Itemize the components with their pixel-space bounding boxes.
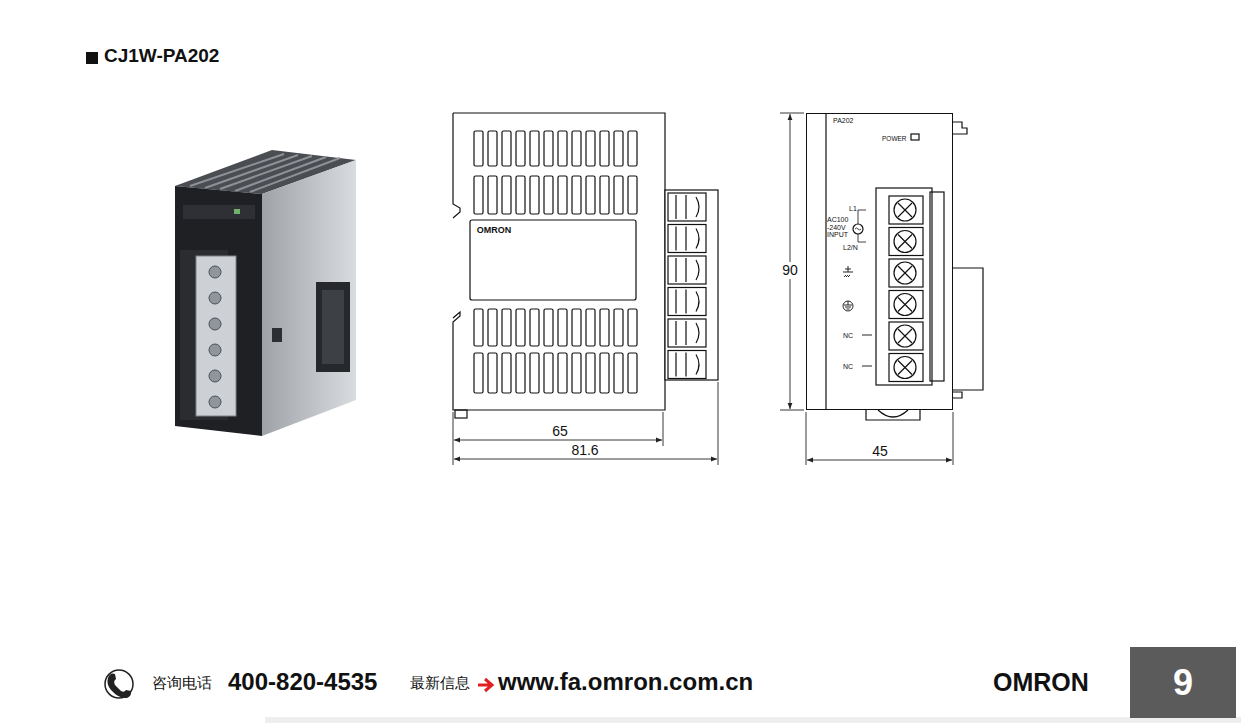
hotline-label: 咨询电话 (152, 675, 212, 692)
node-text: 9 (1173, 663, 1193, 703)
node-text: AC100 -240V INPUT (827, 216, 854, 239)
node-text: NC (843, 363, 853, 371)
node-text: POWER (882, 135, 907, 142)
dimension: 90 (781, 262, 799, 279)
dimension: 81.6 (571, 443, 598, 458)
node-text: PA202 (833, 117, 854, 125)
dimension: 45 (872, 444, 888, 459)
title-bullet (86, 52, 98, 64)
front-view (826, 113, 983, 420)
node-text: L2/N (843, 244, 858, 252)
hotline-number: 400-820-4535 (228, 669, 377, 695)
news-label: 最新信息 (410, 675, 470, 692)
title: CJ1W-PA202 (104, 46, 219, 67)
node-text: L1 (849, 205, 857, 213)
dimension: 65 (552, 424, 568, 439)
brand-logo: OMRON (993, 669, 1089, 697)
node-text: NC (843, 332, 853, 340)
page-number-box: 9 (1130, 647, 1236, 718)
product-photo (175, 150, 356, 436)
dimension-lines (453, 113, 953, 465)
side-view (453, 113, 718, 418)
website: www.fa.omron.com.cn (498, 669, 753, 695)
footer-art (105, 670, 1241, 720)
power-unit-front: PA202POWER L1AC100 -240V INPUT L2/N NC NC (806, 113, 953, 410)
brand-mark: OMRON (477, 226, 512, 236)
